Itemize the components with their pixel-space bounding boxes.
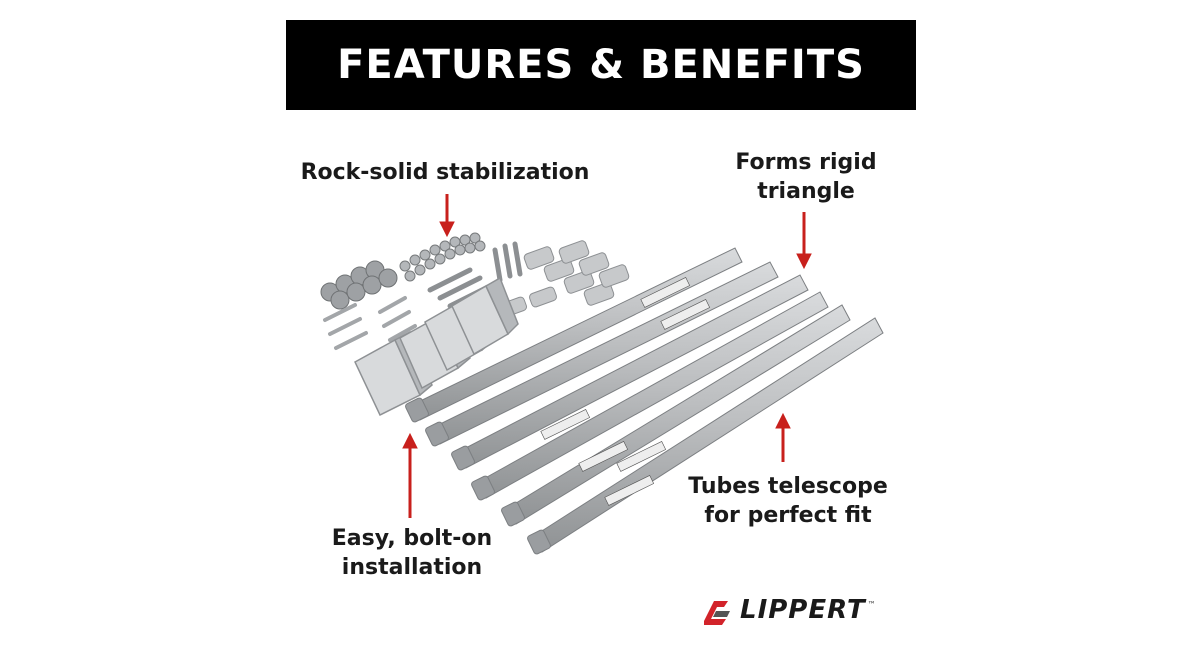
hardware-pins xyxy=(323,296,417,350)
callout-line: triangle xyxy=(757,179,855,204)
callout-line: Tubes telescope xyxy=(688,474,888,499)
callout-line: installation xyxy=(341,555,483,580)
callout-rock-solid: Rock-solid stabilization xyxy=(300,158,590,187)
arrow-up-telescope xyxy=(775,412,791,462)
logo-wordmark: LIPPERT xyxy=(740,595,866,625)
mounting-feet xyxy=(354,276,519,417)
banner-title: FEATURES & BENEFITS xyxy=(337,42,865,88)
arrow-up-installation xyxy=(402,432,418,518)
hardware-brackets xyxy=(469,240,630,330)
callout-line: Forms rigid xyxy=(735,150,877,175)
tube-labels xyxy=(540,277,711,506)
arrow-down-stabilization xyxy=(439,194,455,238)
callout-tubes-telescope: Tubes telescope for perfect fit xyxy=(678,472,898,530)
callout-line: Rock-solid stabilization xyxy=(300,160,590,185)
logo-trademark: ™ xyxy=(867,600,876,609)
callout-line: Easy, bolt-on xyxy=(331,526,493,551)
lippert-logo: LIPPERT ™ xyxy=(700,592,900,628)
header-banner: FEATURES & BENEFITS xyxy=(286,20,916,110)
hardware-nuts xyxy=(320,260,398,310)
lippert-logo-icon xyxy=(704,601,730,625)
callout-bolt-on: Easy, bolt-on installation xyxy=(322,524,502,582)
arrow-down-triangle xyxy=(796,212,812,270)
callout-line: for perfect fit xyxy=(704,503,872,528)
hardware-small-nuts xyxy=(399,232,486,282)
callout-rigid-triangle: Forms rigid triangle xyxy=(726,148,886,206)
